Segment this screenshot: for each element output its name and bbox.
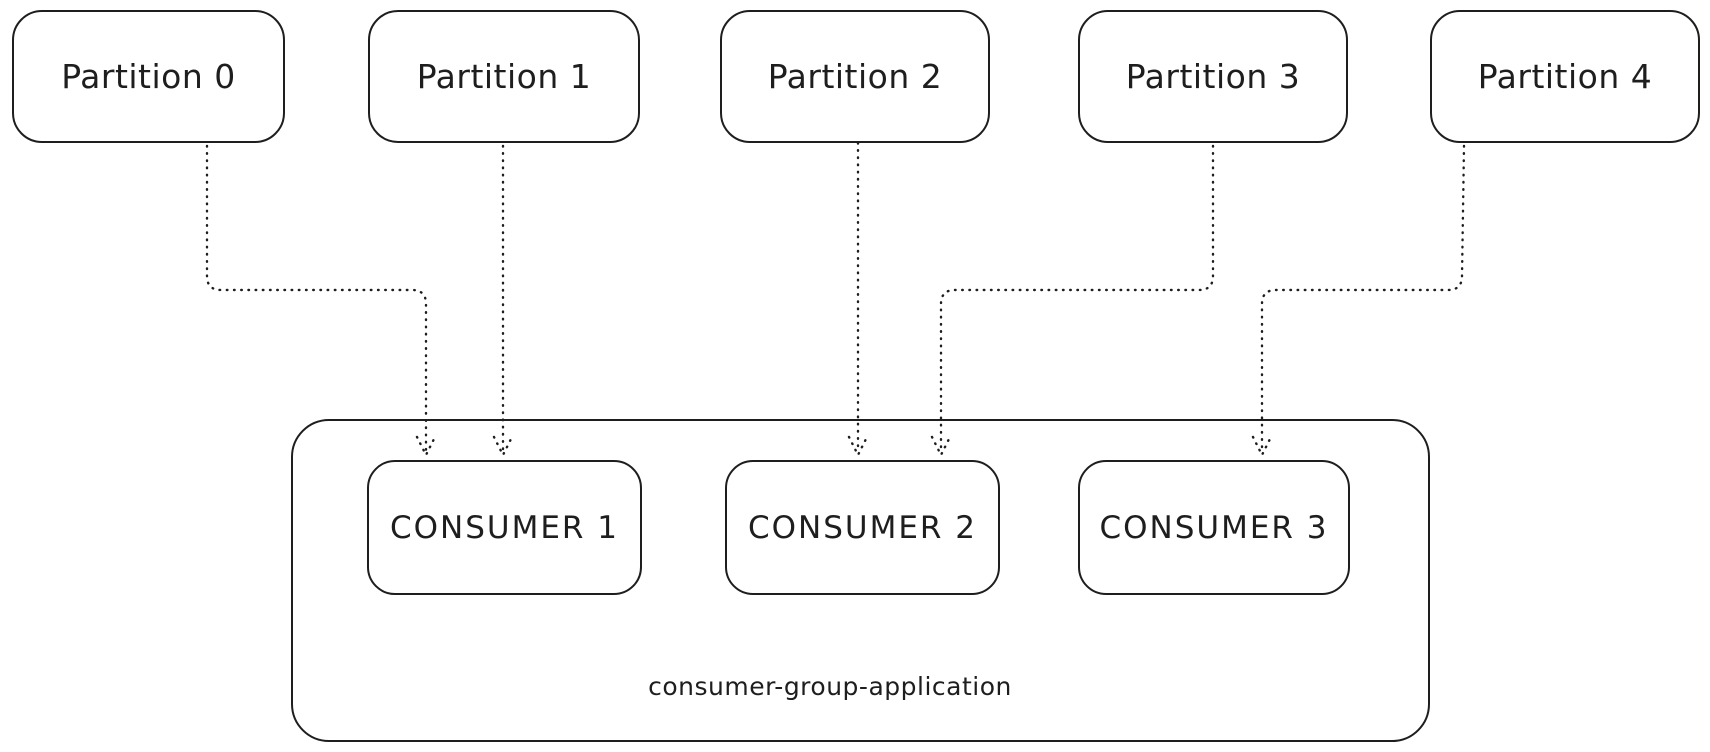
consumer-3-box: CONSUMER 3 <box>1078 460 1350 595</box>
consumer-1-box: CONSUMER 1 <box>367 460 642 595</box>
partition-3-label: Partition 3 <box>1125 57 1301 96</box>
partition-4-box: Partition 4 <box>1430 10 1700 143</box>
consumer-2-label: CONSUMER 2 <box>747 509 978 546</box>
partition-2-box: Partition 2 <box>720 10 990 143</box>
arrow-partition2-to-consumer2 <box>847 141 869 457</box>
partition-0-label: Partition 0 <box>61 57 236 96</box>
arrow-partition1-to-consumer1 <box>492 144 514 457</box>
consumer-group-label: consumer-group-application <box>648 672 1012 701</box>
partition-1-label: Partition 1 <box>416 57 592 96</box>
consumer-2-box: CONSUMER 2 <box>725 460 1000 595</box>
arrow-partition4-to-consumer3 <box>1251 144 1466 457</box>
partition-0-box: Partition 0 <box>12 10 285 143</box>
consumer-1-label: CONSUMER 1 <box>389 509 620 546</box>
consumer-3-label: CONSUMER 3 <box>1099 509 1329 546</box>
partition-2-label: Partition 2 <box>767 57 943 96</box>
partition-3-box: Partition 3 <box>1078 10 1348 143</box>
arrow-partition0-to-consumer1 <box>205 144 437 457</box>
arrow-partition3-to-consumer2 <box>930 144 1215 457</box>
partition-1-box: Partition 1 <box>368 10 640 143</box>
partition-4-label: Partition 4 <box>1477 57 1653 96</box>
